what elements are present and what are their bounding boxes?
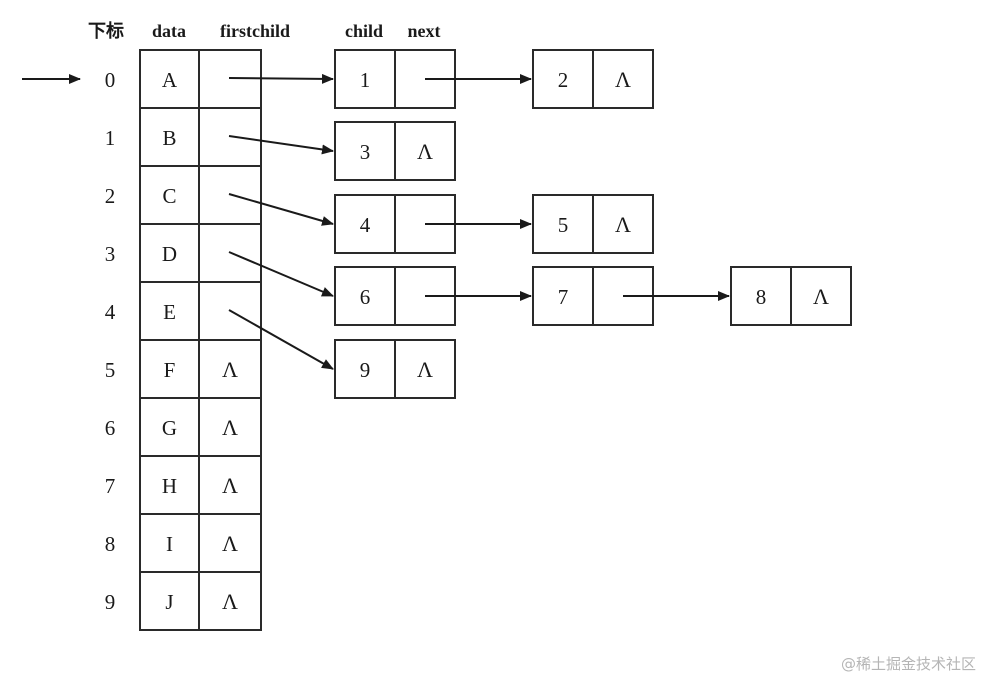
- index-label-3: 3: [105, 242, 116, 266]
- data-cell-6: [139, 397, 200, 457]
- data-value-2: C: [162, 184, 176, 208]
- index-label-8: 8: [105, 532, 116, 556]
- data-value-0: A: [162, 68, 178, 92]
- index-label-9: 9: [105, 590, 116, 614]
- index-label-2: 2: [105, 184, 116, 208]
- index-label-1: 1: [105, 126, 116, 150]
- child-cell-2: [532, 49, 594, 109]
- array-table: 0 A 1 B 2 C 3 D 4 E 5 F Λ 6 G Λ 7 H Λ 8 I Λ 9 J Λ: [105, 49, 262, 631]
- next-cell-5: [592, 194, 654, 254]
- firstchild-cell-8: [198, 513, 262, 573]
- child-value-8: 8: [756, 285, 767, 309]
- next-cell-8: [790, 266, 852, 326]
- next-cell-3: [394, 121, 456, 181]
- index-label-4: 4: [105, 300, 116, 324]
- child-value-4: 4: [360, 213, 371, 237]
- pointer-arrows: [228, 73, 730, 370]
- null-symbol: Λ: [222, 589, 238, 614]
- header-index: 下标: [88, 20, 124, 41]
- header-data: data: [152, 21, 186, 41]
- data-cell-7: [139, 455, 200, 515]
- null-symbol: Λ: [615, 212, 631, 237]
- data-cell-3: [139, 223, 200, 283]
- null-symbol: Λ: [222, 357, 238, 382]
- child-cell-6: [334, 266, 396, 326]
- data-cell-1: [139, 107, 200, 167]
- child-cell-9: [334, 339, 396, 399]
- index-label-6: 6: [105, 416, 116, 440]
- header-child: child: [345, 21, 383, 41]
- data-value-9: J: [165, 590, 173, 614]
- firstchild-arrow-1: [228, 135, 334, 155]
- index-label-5: 5: [105, 358, 116, 382]
- watermark: @稀土掘金技术社区: [840, 655, 976, 673]
- index-label-7: 7: [105, 474, 116, 498]
- next-cell-9: [394, 339, 456, 399]
- next-cell-2: [592, 49, 654, 109]
- data-value-4: E: [163, 300, 176, 324]
- data-value-7: H: [162, 474, 177, 498]
- child-value-5: 5: [558, 213, 569, 237]
- child-value-1: 1: [360, 68, 371, 92]
- firstchild-cell-7: [198, 455, 262, 515]
- data-value-6: G: [162, 416, 177, 440]
- child-value-9: 9: [360, 358, 371, 382]
- null-symbol: Λ: [222, 473, 238, 498]
- data-cell-9: [139, 571, 200, 631]
- child-cell-5: [532, 194, 594, 254]
- firstchild-arrow-3: [228, 251, 334, 297]
- null-symbol: Λ: [222, 531, 238, 556]
- firstchild-arrow-4: [228, 309, 334, 370]
- index-label-0: 0: [105, 68, 116, 92]
- firstchild-cell-6: [198, 397, 262, 457]
- firstchild-cell-9: [198, 571, 262, 631]
- data-value-3: D: [162, 242, 177, 266]
- child-value-7: 7: [558, 285, 569, 309]
- null-symbol: Λ: [813, 284, 829, 309]
- child-cell-7: [532, 266, 594, 326]
- child-cell-4: [334, 194, 396, 254]
- child-cell-8: [730, 266, 792, 326]
- child-cell-3: [334, 121, 396, 181]
- null-symbol: Λ: [222, 415, 238, 440]
- null-symbol: Λ: [417, 357, 433, 382]
- data-cell-8: [139, 513, 200, 573]
- null-symbol: Λ: [417, 139, 433, 164]
- child-cell-1: [334, 49, 396, 109]
- data-value-1: B: [162, 126, 176, 150]
- data-value-5: F: [164, 358, 176, 382]
- header-firstchild: firstchild: [220, 21, 290, 41]
- firstchild-arrow-0: [228, 73, 334, 84]
- null-symbol: Λ: [615, 67, 631, 92]
- header-next: next: [408, 21, 441, 41]
- firstchild-arrow-2: [228, 193, 334, 226]
- child-value-2: 2: [558, 68, 569, 92]
- child-value-6: 6: [360, 285, 371, 309]
- child-value-3: 3: [360, 140, 371, 164]
- data-value-8: I: [166, 532, 173, 556]
